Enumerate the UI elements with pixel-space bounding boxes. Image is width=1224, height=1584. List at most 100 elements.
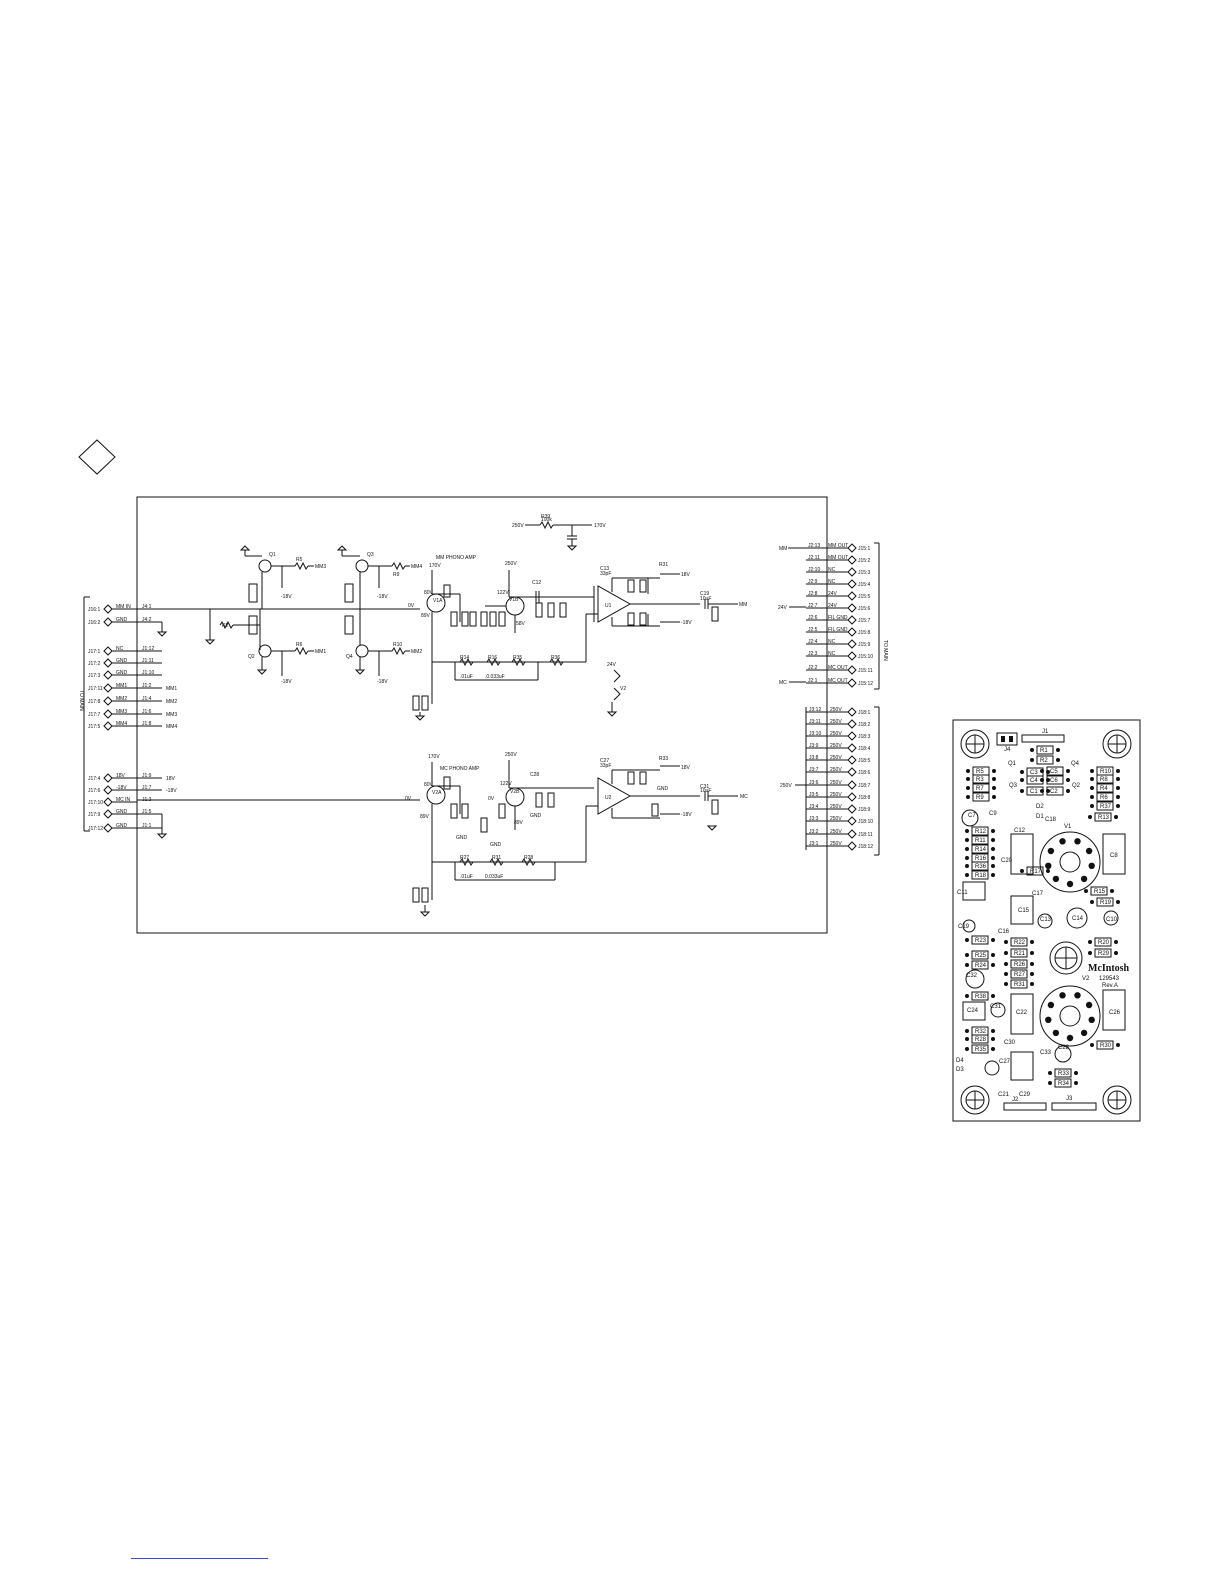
schematic-frame [136, 496, 828, 934]
label-18v-mc: 18V [681, 765, 691, 771]
left-out-label: MM4 [166, 724, 177, 730]
pcb-pad [991, 994, 995, 998]
label-c31: C31 [700, 784, 709, 790]
right-pin-label: J15:10 [858, 654, 873, 660]
pcb-part-label: R30 [1100, 1043, 1112, 1049]
pcb-pad [1046, 770, 1050, 774]
label-250v-top: 250V [512, 523, 524, 529]
left-signal-label: MM IN [116, 604, 131, 610]
right-pin-label: J18:6 [858, 770, 870, 776]
label-c23-value: .01uF [460, 874, 473, 880]
label-r33: R33 [659, 756, 668, 762]
opamp-u1 [597, 585, 632, 623]
pcb-pad [965, 938, 969, 942]
left-out-label: -18V [166, 788, 177, 794]
pcb-outline [952, 719, 1141, 1122]
label-c27-value: 33pF [600, 763, 611, 769]
pcb-pad [1084, 889, 1088, 893]
pcb-part-outline [1010, 959, 1028, 969]
pcb-part-label: D3 [956, 1067, 964, 1073]
diamond-icon [78, 439, 116, 475]
pcb-part-label: Q4 [1071, 761, 1080, 767]
pcb-part-label: J1 [1042, 729, 1049, 735]
tube-pin [1085, 847, 1093, 855]
pcb-part-label: R31 [1014, 982, 1026, 988]
pcb-pad [1090, 900, 1094, 904]
footer-link-rule [131, 1558, 268, 1559]
tube-pin [1059, 992, 1066, 999]
right-pin-label: J18:2 [858, 722, 870, 728]
pcb-part-outline [1036, 745, 1054, 755]
right-net-label: J2:5 [808, 627, 818, 633]
pcb-part-label: Q2 [1072, 783, 1081, 789]
pcb-part-label: R5 [976, 769, 984, 775]
pcb-part-outline [1096, 783, 1114, 793]
tube-pin [1059, 838, 1066, 845]
left-net-label: J1:1 [142, 823, 152, 829]
pcb-part-label: C6 [1050, 778, 1058, 784]
pcb-part-outline [972, 792, 990, 802]
pcb-pad [965, 1047, 969, 1051]
tube-pin [1045, 1016, 1052, 1023]
pcb-part-label: D4 [956, 1058, 964, 1064]
right-signal-label: 250V [830, 767, 842, 773]
mounting-hole-center [1049, 941, 1083, 975]
left-net-label: J1:4 [142, 696, 152, 702]
right-net-label: J2:9 [808, 579, 818, 585]
label-v2-heater: V2 [620, 686, 626, 692]
pcb-part-label: R6 [1100, 795, 1108, 801]
pcb-part-outline [971, 844, 989, 854]
pcb-part-label: R36 [975, 864, 987, 870]
pcb-part-outline [1010, 948, 1028, 958]
pcb-part-label: C31 [990, 1004, 1002, 1010]
tube-pin [1088, 862, 1095, 869]
right-pin-label: J18:11 [858, 832, 873, 838]
label-q4: Q4 [346, 654, 353, 660]
right-signal-label: 250V [830, 719, 842, 725]
to-main-right: TO MAIN [882, 640, 888, 661]
label-gnd-mc-2: GND [490, 842, 502, 848]
pcb-pad [1090, 1043, 1094, 1047]
left-net-label: J1:9 [142, 773, 152, 779]
pcb-pad [1040, 789, 1044, 793]
label-u1: U1 [605, 603, 612, 609]
pcb-part-outline [971, 935, 989, 945]
pcb-part-label: C22 [1016, 1010, 1028, 1016]
left-out-label: 18V [166, 776, 176, 782]
label-mm1: MM1 [315, 649, 326, 655]
pcb-pad [991, 829, 995, 833]
label-r39-value: 100k [541, 517, 552, 523]
pcb-part-outline [1026, 775, 1044, 785]
right-signal-label: 24V [828, 603, 838, 609]
left-pin-label: J17:3 [88, 673, 100, 679]
right-net-label: J3:10 [809, 731, 821, 737]
tube-pin [1047, 1001, 1055, 1009]
pcb-part-label: C13 [1040, 917, 1052, 923]
pcb-part-label: R8 [1100, 777, 1108, 783]
pcb-part-outline [1054, 1078, 1072, 1088]
pcb-part-label: R34 [1058, 1081, 1070, 1087]
pcb-part-label: C7 [968, 813, 976, 819]
right-pin-label: J18:8 [858, 795, 870, 801]
right-pin-label: J15:12 [858, 681, 873, 687]
left-signal-label: MM1 [116, 683, 127, 689]
left-net-label: J1:10 [142, 670, 154, 676]
label-r28: R28 [524, 855, 533, 861]
pcb-part-outline [1096, 774, 1114, 784]
pcb-part-label: R21 [1014, 951, 1026, 957]
board-revision: Rev.A [1102, 983, 1118, 989]
pcb-pad [1048, 1081, 1052, 1085]
label-v2b: V2B [510, 789, 520, 795]
right-net-label: J2:1 [808, 678, 818, 684]
label-c19-value: 10uF [700, 596, 711, 602]
pcb-part-label: C10 [1106, 917, 1118, 923]
pcb-pad [1004, 982, 1008, 986]
pcb-pad [992, 786, 996, 790]
pcb-pad [1090, 795, 1094, 799]
